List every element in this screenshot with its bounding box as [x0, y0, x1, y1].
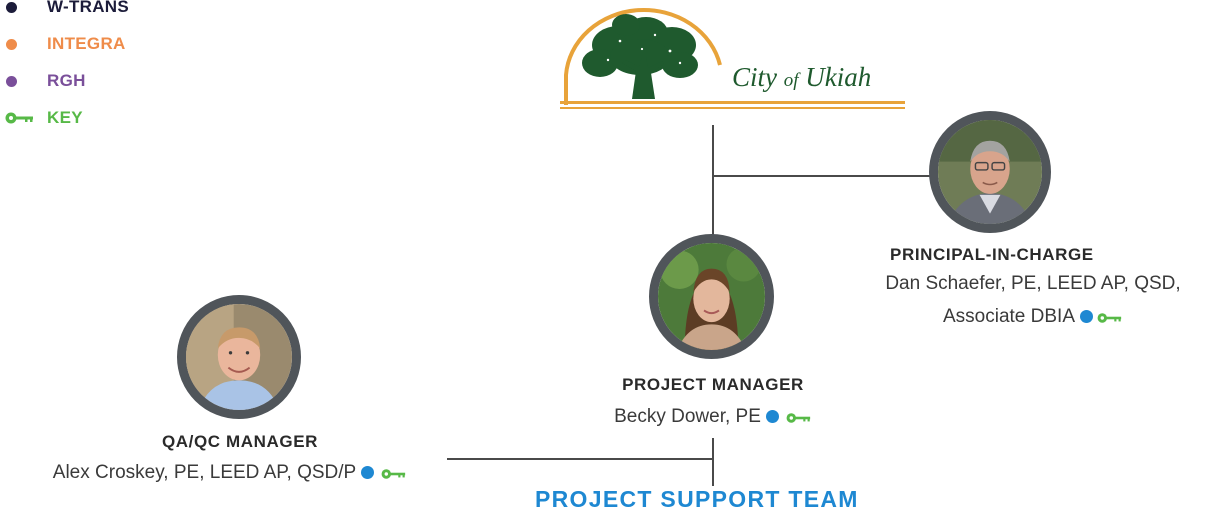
w-trans-dot-icon — [765, 410, 779, 423]
project-manager-photo — [658, 243, 765, 350]
legend-label-integra: INTEGRA — [47, 34, 126, 53]
key-icon — [5, 112, 33, 124]
qa-qc-manager-role: QA/QC MANAGER — [161, 432, 319, 451]
legend-dot-rgh — [6, 75, 17, 87]
logo-of-word: of — [783, 70, 799, 91]
logo-name-word: Ukiah — [805, 62, 872, 92]
principal-avatar — [929, 111, 1051, 233]
principal-photo — [938, 120, 1042, 224]
logo-city-word: City — [732, 62, 777, 92]
principal-name-line2: Associate DBIA — [943, 306, 1075, 327]
connector-qa-to-line — [447, 458, 713, 460]
legend-item-w-trans: W-TRANS — [5, 0, 129, 18]
project-manager-role: PROJECT MANAGER — [622, 375, 804, 394]
legend-item-integra: INTEGRA — [5, 33, 125, 55]
connector-city-to-pm — [712, 125, 714, 237]
project-manager-avatar — [649, 234, 774, 359]
w-trans-dot-icon — [1080, 310, 1093, 323]
w-trans-dot-icon — [361, 466, 375, 479]
key-icon — [381, 469, 406, 479]
project-manager-name: Becky Dower, PE — [614, 406, 761, 427]
oak-tree-logo-icon — [560, 7, 905, 109]
qa-qc-manager-name: Alex Croskey, PE, LEED AP, QSD/P — [52, 462, 357, 483]
legend-dot-w-trans — [6, 1, 17, 13]
qa-qc-manager-photo — [186, 304, 292, 410]
legend-dot-integra — [6, 38, 17, 50]
connector-pm-to-support — [712, 438, 714, 486]
principal-name-line1: Dan Schaefer, PE, LEED AP, QSD, — [885, 273, 1181, 294]
legend-label-key: KEY — [47, 108, 83, 127]
key-icon — [786, 413, 811, 423]
city-of-ukiah-logo: City of Ukiah — [560, 5, 905, 113]
principal-role: PRINCIPAL-IN-CHARGE — [890, 245, 1094, 264]
qa-qc-manager-avatar — [177, 295, 301, 419]
legend-label-w-trans: W-TRANS — [47, 0, 130, 16]
logo-wordmark: City of Ukiah — [732, 62, 871, 93]
connector-to-principal — [712, 175, 934, 177]
legend-item-rgh: RGH — [5, 70, 85, 92]
legend-label-rgh: RGH — [47, 71, 86, 90]
principal-name-line2-row: Associate DBIA — [848, 304, 1218, 330]
legend-item-key: KEY — [5, 107, 83, 129]
project-manager-name-row: Becky Dower, PE — [565, 404, 861, 430]
qa-qc-manager-name-row: Alex Croskey, PE, LEED AP, QSD/P — [0, 460, 460, 486]
key-icon — [1097, 313, 1122, 323]
project-support-team-heading: PROJECT SUPPORT TEAM — [535, 486, 859, 512]
